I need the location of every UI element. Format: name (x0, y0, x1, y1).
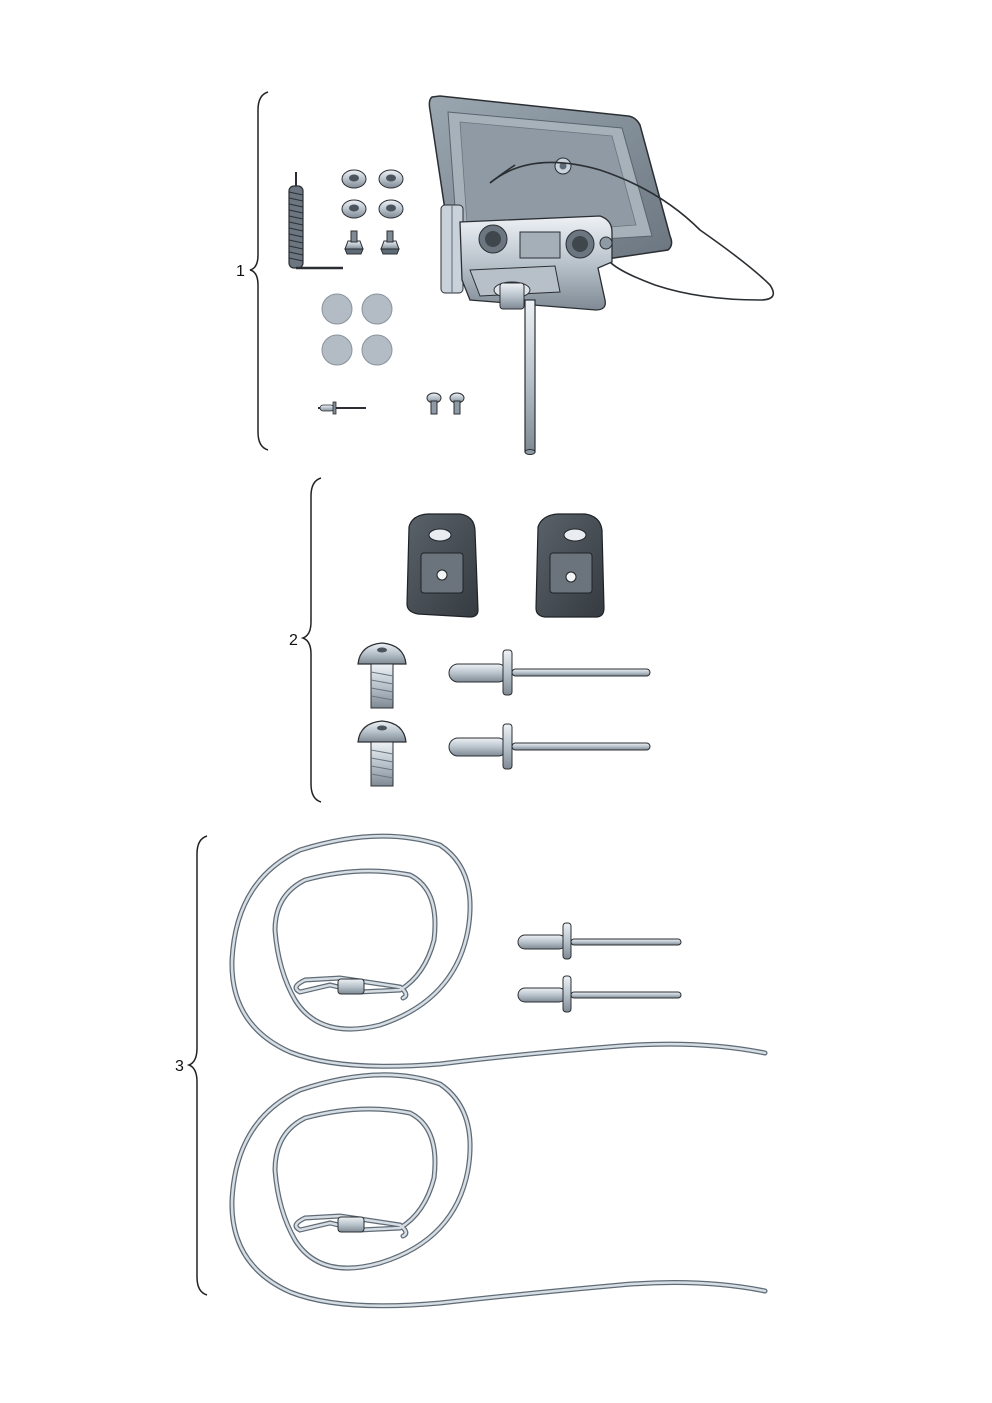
brace-1 (249, 91, 269, 451)
group-2-label: 2 (289, 632, 298, 649)
brace-2 (300, 477, 322, 803)
torx-screw-icon (357, 642, 407, 787)
nut-icon (341, 169, 404, 219)
spring-icon (288, 172, 343, 270)
group-3-label: 3 (175, 1058, 184, 1075)
small-rivet-icon (318, 401, 366, 415)
lock-housing-icon (428, 95, 775, 455)
group-1: 1 (236, 91, 775, 455)
small-screw-icon (426, 392, 465, 415)
mounting-bracket-icon (406, 513, 605, 618)
cable-icon (229, 833, 768, 1309)
cable-rivet-icon (517, 922, 682, 1013)
blind-rivet-icon (448, 649, 651, 770)
group-1-label: 1 (236, 263, 245, 280)
group-3: 3 (175, 833, 768, 1309)
brace-3 (186, 835, 208, 1296)
stud-bolt-icon (344, 230, 400, 255)
cover-cap-icon (321, 293, 393, 366)
group-2: 2 (289, 477, 651, 803)
